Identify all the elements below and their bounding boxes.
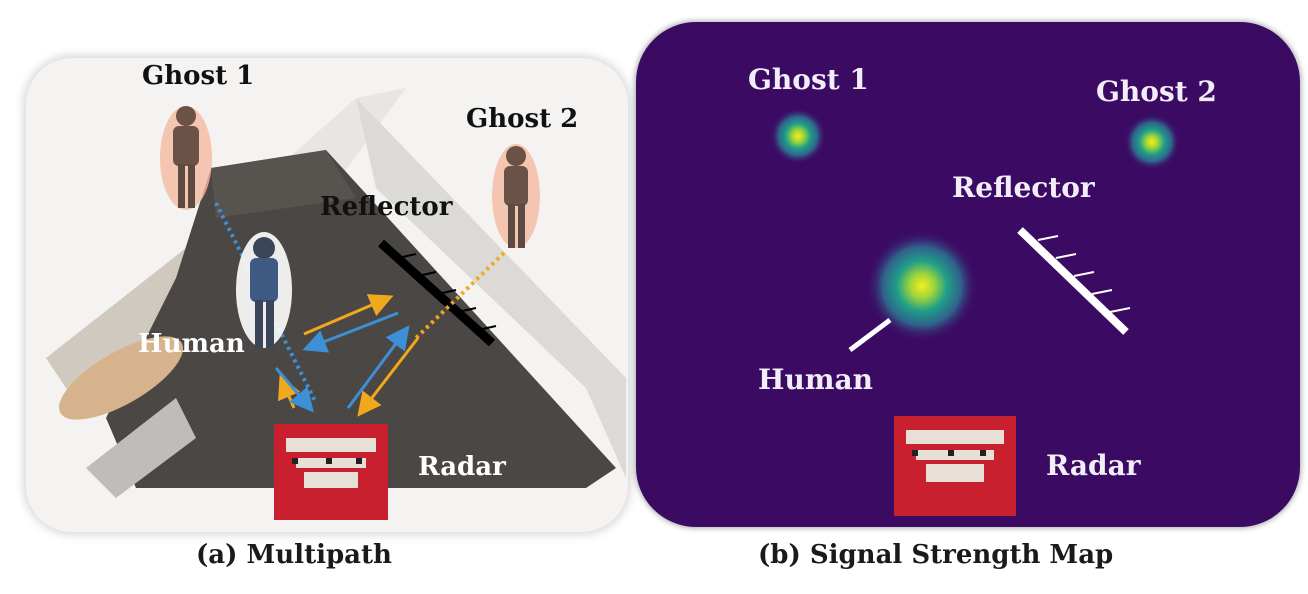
caption-signal-strength-map: (b) Signal Strength Map <box>758 542 1113 568</box>
ghost2-label: Ghost 2 <box>466 106 578 132</box>
ghost2-label-b: Ghost 2 <box>1096 78 1217 106</box>
caption-multipath: (a) Multipath <box>196 542 392 568</box>
human-pointer <box>850 320 890 350</box>
reflector-bar-b <box>1020 230 1126 332</box>
ghost1-label-b: Ghost 1 <box>748 66 869 94</box>
human-label-b: Human <box>758 366 873 394</box>
ghost1-hotspot <box>770 108 826 164</box>
multipath-panel: Ghost 1 Ghost 2 Reflector Human Radar <box>26 58 628 532</box>
radar-label: Radar <box>418 454 506 480</box>
ghost1-label: Ghost 1 <box>142 63 254 89</box>
signal-strength-map-panel: Ghost 1 Ghost 2 Reflector Human Radar <box>636 22 1300 527</box>
radar-label-b: Radar <box>1046 452 1141 480</box>
reflector-ticks-b <box>1038 236 1130 312</box>
reflector-label-b: Reflector <box>952 174 1095 202</box>
radar-board-b <box>894 416 1016 516</box>
ghost2-hotspot <box>1124 114 1180 170</box>
radar-board-a <box>274 424 388 520</box>
ghost2-figure <box>492 144 540 248</box>
reflector-label: Reflector <box>320 194 452 220</box>
ghost1-figure <box>160 106 212 210</box>
human-label: Human <box>138 331 245 357</box>
